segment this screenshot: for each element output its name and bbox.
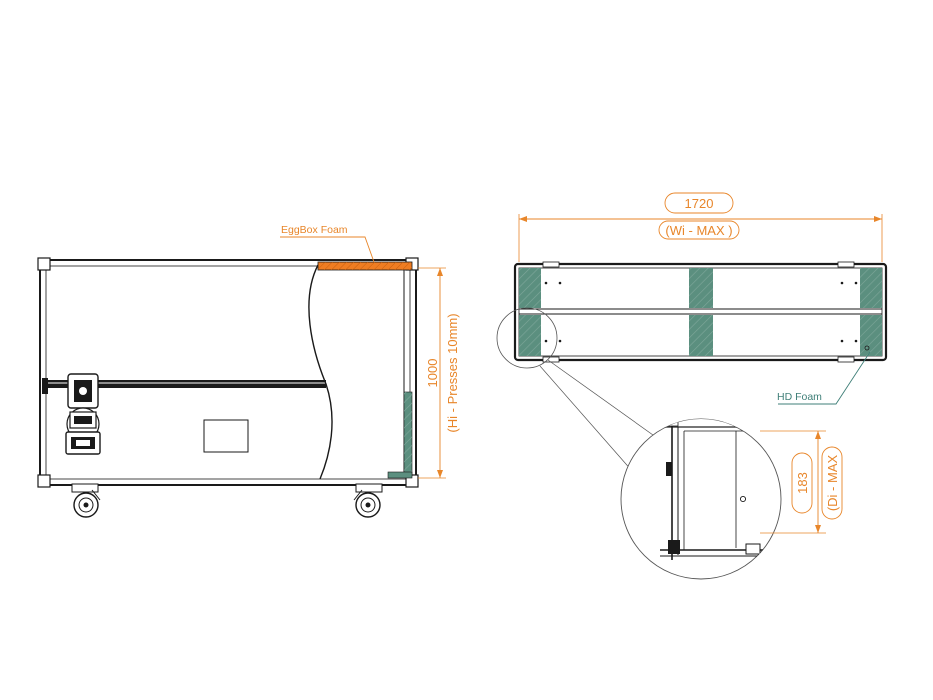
- front-view: EggBox Foam: [37, 224, 460, 518]
- corner-fitting: [37, 474, 51, 488]
- castor-wheel-left: [71, 483, 101, 518]
- top-view: HD Foam 1720 (Wi - MAX ): [496, 192, 888, 481]
- width-note-box: [658, 220, 740, 240]
- hd-foam-leader-line: [778, 351, 871, 405]
- height-dimension: [418, 267, 446, 479]
- detail-leader-lower: [539, 365, 641, 481]
- height-value: 1000: [425, 359, 440, 388]
- case-front-inner-edge: [45, 265, 411, 480]
- width-note: (Wi - MAX ): [665, 223, 732, 238]
- width-dimension: [518, 192, 883, 262]
- width-value-box: [664, 192, 734, 214]
- corner-fitting: [37, 257, 51, 271]
- eggbox-leader-line: [280, 236, 375, 263]
- hd-foam-label: HD Foam: [777, 391, 822, 403]
- depth-dimension: [760, 430, 843, 534]
- cutaway-edge: [308, 264, 333, 480]
- detail-callout-circle: [496, 307, 558, 369]
- case-top-outline: [513, 262, 888, 362]
- detail-leader-upper: [547, 359, 661, 441]
- hd-foam-bottom-strip: [387, 471, 413, 479]
- depth-note: (Di - MAX: [825, 455, 840, 512]
- width-value: 1720: [685, 196, 714, 211]
- detail-circle: [620, 418, 782, 580]
- depth-value-box: [791, 452, 813, 514]
- detail-view: 183 (Di - MAX: [620, 418, 843, 580]
- depth-note-box: [821, 446, 843, 520]
- depth-value: 183: [795, 472, 810, 494]
- height-note: (Hi - Presses 10mm): [445, 313, 460, 432]
- label-plate: [203, 419, 249, 453]
- eggbox-foam-label: EggBox Foam: [281, 224, 348, 236]
- castor-wheel-right: [353, 483, 383, 518]
- lid-join-extrusion: [46, 380, 326, 388]
